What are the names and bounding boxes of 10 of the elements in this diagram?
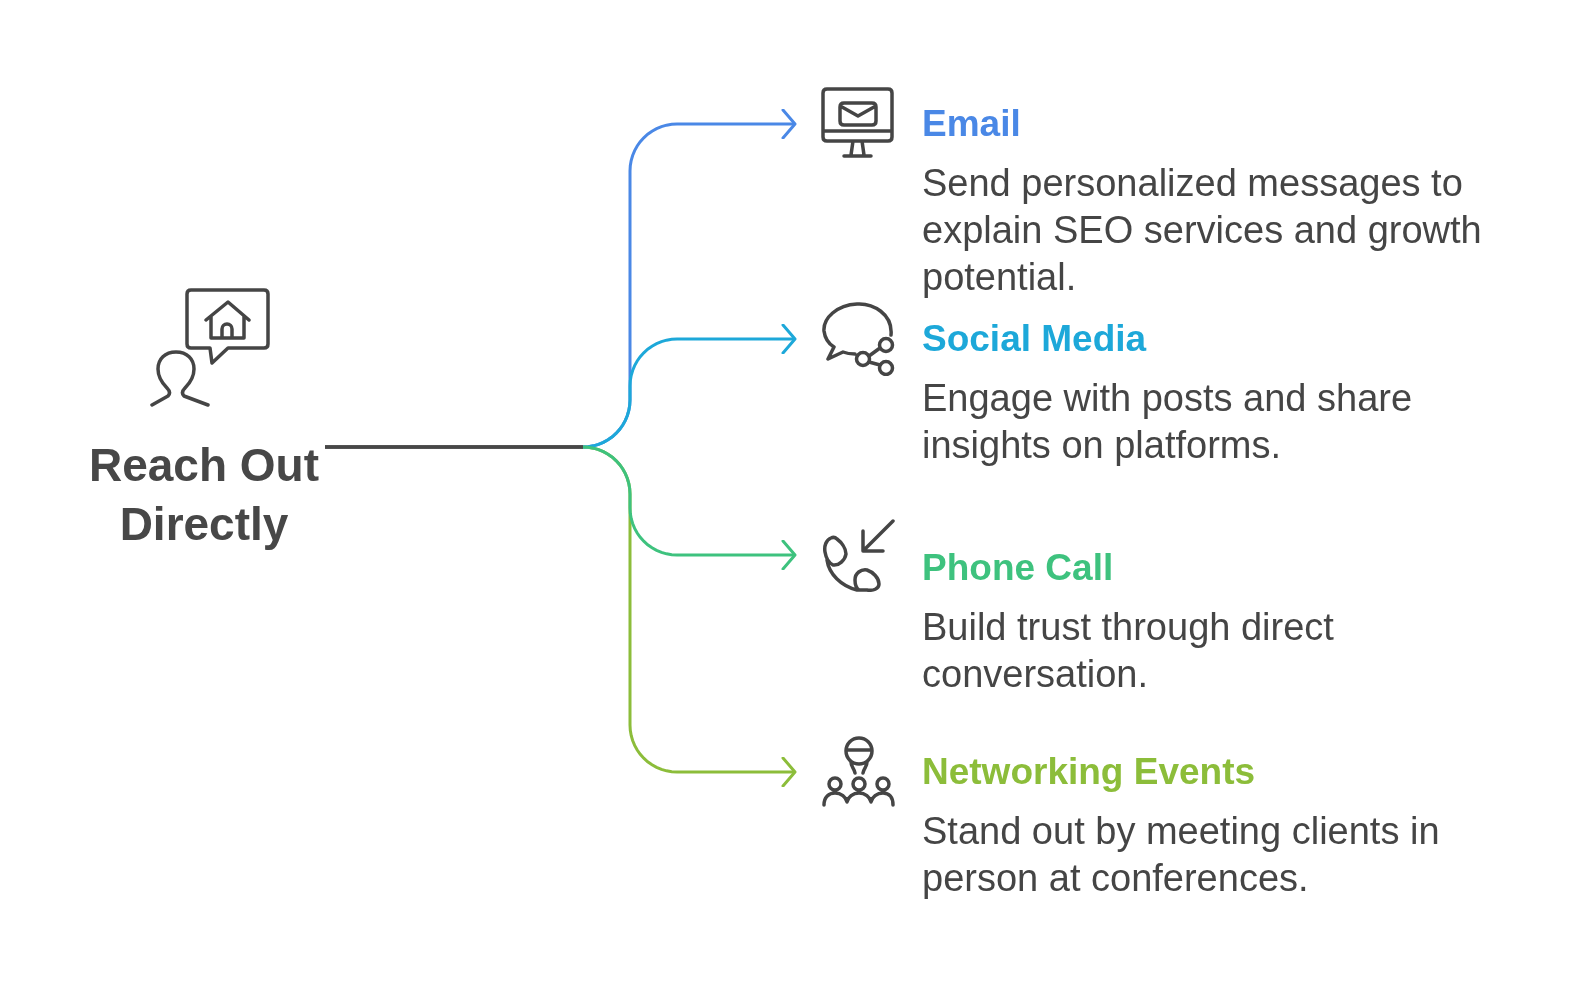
channel-description: Build trust through direct conversation. bbox=[922, 605, 1335, 697]
channel-title: Social Media bbox=[922, 317, 1147, 361]
channel-title: Phone Call bbox=[922, 546, 1114, 590]
topic-title: Reach Out Directly bbox=[87, 438, 320, 552]
channel-title: Networking Events bbox=[922, 750, 1256, 794]
channel-description: Engage with posts and share insights on platforms. bbox=[922, 376, 1414, 468]
connector-arrow bbox=[325, 445, 797, 571]
channel-description: Stand out by meeting clients in person at conferences. bbox=[922, 809, 1441, 901]
channel-description: Send personalized messages to explain SEO services and growth potential. bbox=[922, 161, 1483, 300]
channel-title: Email bbox=[922, 102, 1021, 146]
